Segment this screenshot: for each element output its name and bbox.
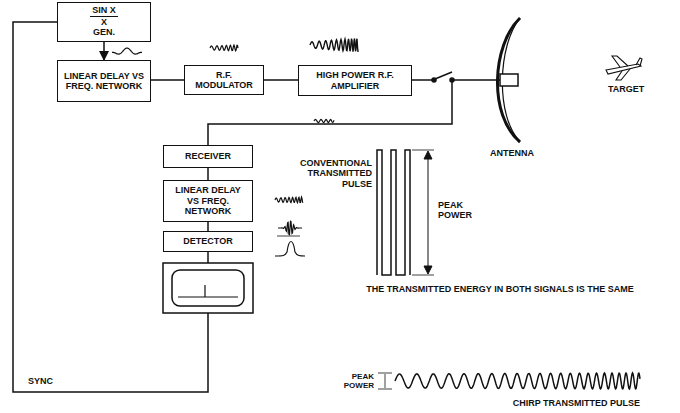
waveform: [112, 48, 142, 54]
process-box: HIGH POWER R.F. AMPLIFIER: [298, 65, 412, 96]
dimension-line: [428, 153, 429, 272]
waveform: [395, 373, 640, 389]
box-label: GEN.: [93, 27, 115, 37]
connector: [264, 79, 298, 81]
wire: [207, 252, 209, 263]
arrowhead: [424, 151, 432, 274]
annotation: PEAK POWER: [338, 372, 374, 390]
fraction-text: X: [101, 17, 107, 27]
waveform: [278, 221, 302, 235]
process-box: DETECTOR: [163, 231, 253, 252]
antenna-feed: [500, 74, 518, 86]
connector: [103, 42, 105, 60]
connector: [151, 79, 184, 81]
annotation: SYNC: [28, 376, 68, 386]
annotation: THE TRANSMITTED ENERGY IN BOTH SIGNALS I…: [360, 284, 640, 294]
waveform: [314, 120, 334, 123]
box-label: RECEIVER: [185, 151, 231, 161]
switch-blade: [435, 72, 452, 79]
dimension-line: [378, 373, 392, 389]
oscilloscope: [163, 263, 253, 313]
scope-screen: [172, 270, 244, 306]
conventional-pulse: [377, 150, 410, 275]
waveform: [210, 45, 238, 51]
annotation: PEAK POWER: [438, 200, 488, 221]
switch-contact: [450, 78, 454, 82]
process-box: R.F. MODULATOR: [184, 65, 264, 95]
process-box: LINEAR DELAY VS FREQ. NETWORK: [57, 60, 151, 102]
waveform: [310, 39, 358, 53]
antenna-dish: [497, 18, 520, 142]
annotation: CONVENTIONAL TRANSMITTED PULSE: [290, 158, 372, 189]
extension-line: [412, 150, 434, 275]
box-label: LINEAR DELAY VS FREQ. NETWORK: [62, 71, 146, 92]
box-label: DETECTOR: [183, 236, 232, 246]
connector: [207, 168, 209, 180]
axis-mark: [277, 222, 300, 236]
waveform: [275, 242, 305, 257]
target-aircraft: [606, 56, 642, 80]
feed-line: [454, 79, 500, 81]
process-box: RECEIVER: [163, 145, 253, 168]
scope-trace: [178, 285, 238, 297]
waveform: [275, 197, 303, 203]
box-label: HIGH POWER R.F. AMPLIFIER: [303, 70, 407, 91]
annotation: ANTENNA: [490, 148, 570, 158]
process-box: LINEAR DELAY VS FREQ. NETWORK: [163, 180, 253, 222]
box-label: R.F. MODULATOR: [189, 70, 259, 91]
annotation: CHIRP TRANSMITTED PULSE: [470, 398, 640, 408]
wire: [412, 79, 432, 81]
box-label: LINEAR DELAY VS FREQ. NETWORK: [168, 185, 248, 216]
annotation: TARGET: [608, 84, 668, 94]
fraction-text: SIN X: [90, 6, 118, 16]
process-box: SIN XXGEN.: [57, 2, 151, 42]
connector: [207, 222, 209, 231]
